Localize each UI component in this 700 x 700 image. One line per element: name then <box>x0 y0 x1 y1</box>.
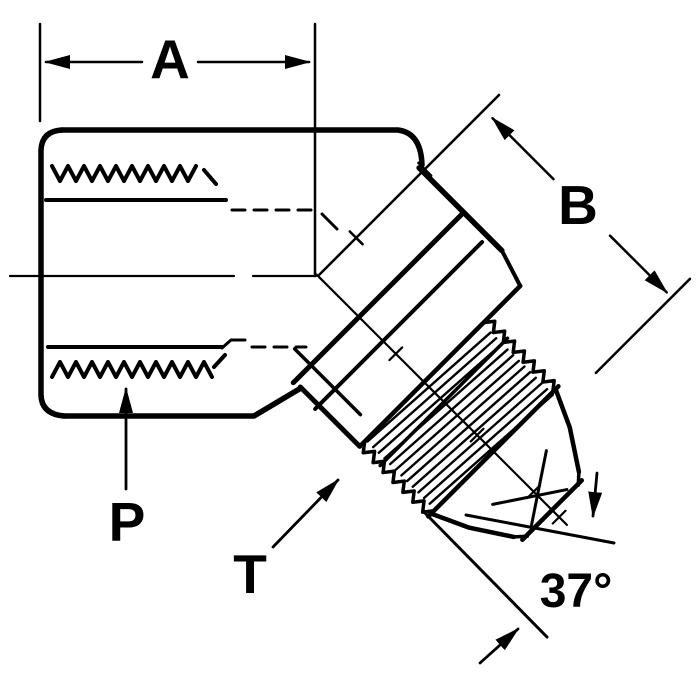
flare-cone-lower-edge <box>428 511 517 540</box>
female-thread-zigzag-bottom <box>50 360 214 379</box>
female-thread-zigzag-top <box>50 164 198 183</box>
shank-inner-edge <box>292 347 363 417</box>
dim-b-extension-lower <box>594 277 692 375</box>
port-p-label: P <box>109 491 146 553</box>
dim-b-label: B <box>558 174 598 236</box>
thread-t-label: T <box>233 543 267 605</box>
female-thread-end-tick-bottom <box>212 353 227 369</box>
male-thread-crest-lower <box>361 439 436 514</box>
dim-b-extension-ticks <box>348 161 433 246</box>
body-face-line-2 <box>313 240 485 411</box>
dim-b-line-upper <box>491 116 555 181</box>
thread-t-arrow <box>271 478 340 549</box>
hex-body-left-edge <box>38 127 67 419</box>
hex-body-top-edge <box>59 127 425 168</box>
angle-37-callout <box>422 471 616 665</box>
dimension-a <box>38 22 317 278</box>
male-axis-centerline <box>315 273 569 527</box>
angle-arrow-vertical <box>588 471 603 518</box>
angle-line-steep <box>422 510 549 639</box>
body-face-line-1 <box>290 211 465 386</box>
hex-body <box>8 127 425 419</box>
centerline-ticks <box>388 346 567 525</box>
male-end-45deg <box>290 93 692 543</box>
angle-line-shallow <box>464 513 616 545</box>
male-thread-crest-upper <box>481 319 556 394</box>
hex-body-bottom-edge <box>61 385 304 419</box>
dim-b-line-lower <box>608 234 669 294</box>
shank-outer-edge <box>297 384 363 449</box>
angle-37-label: 37° <box>540 565 613 618</box>
angle-arrow-diagonal <box>478 627 520 665</box>
body-corner-step <box>499 248 523 288</box>
dim-a-label: A <box>150 28 190 90</box>
hidden-bore-dash-diagonal <box>320 212 339 231</box>
female-thread-end-tick-top <box>202 168 218 186</box>
dimension-b <box>318 93 692 375</box>
thread-start-line <box>359 283 523 447</box>
flare-cone-upper-edge <box>553 386 582 475</box>
body-corner-edge <box>416 165 505 254</box>
hex-face-line-hook <box>220 338 247 350</box>
dim-b-extension-upper <box>318 93 501 276</box>
